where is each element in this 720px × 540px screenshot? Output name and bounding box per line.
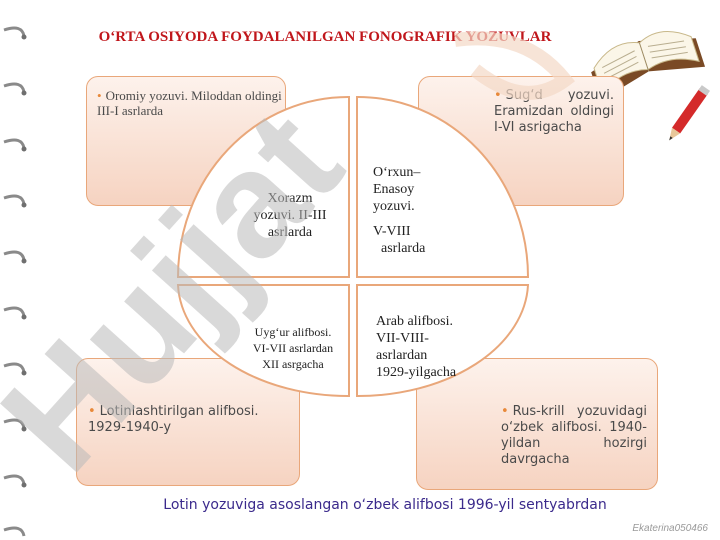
- circle-quadrants: [176, 95, 530, 398]
- q1-line: Xorazm: [267, 191, 313, 206]
- brand-signature: Ekaterina050466: [632, 523, 708, 534]
- box-top-left-label: Oromiy yozuvi. Miloddan oldingi III-I as…: [97, 88, 282, 118]
- circle-diagram: [174, 92, 532, 398]
- q1-line: yozuvi. II-III: [253, 208, 327, 223]
- q3-line: XII asrgacha: [262, 357, 324, 371]
- quadrant-bottom-right-text: Arab alifbosi. VII-VIII- asrlardan 1929-…: [376, 313, 496, 381]
- q4-line: asrlardan: [376, 348, 428, 363]
- quadrant-top-right: [356, 95, 530, 278]
- quadrant-bottom-left-text: Uyg‘ur alifbosi. VI-VII asrlardan XII as…: [234, 324, 352, 372]
- q4-line: VII-VIII-: [376, 331, 429, 346]
- bullet-icon: •: [501, 404, 509, 419]
- quadrant-bottom-left: [176, 284, 350, 398]
- q2-line: yozuvi.: [373, 199, 415, 214]
- footer-caption: Lotin yozuviga asoslangan o‘zbek alifbos…: [163, 497, 607, 513]
- quadrant-bottom-right: [356, 284, 530, 398]
- q2-line: Enasoy: [373, 182, 415, 197]
- box-bottom-left-label: Lotinlashtirilgan alifbosi. 1929-1940-y: [88, 404, 259, 435]
- page-title: O‘RTA OSIYODA FOYDALANILGAN FONOGRAFIK Y…: [98, 29, 552, 45]
- spiral-binding-icon: [3, 26, 27, 537]
- bullet-icon: •: [97, 88, 102, 103]
- box-bottom-right-label: Rus-krill yozuvidagi o‘zbek alifbosi. 19…: [501, 404, 647, 467]
- q3-line: VI-VII asrlardan: [252, 341, 334, 355]
- q2-line: V-VIII: [373, 224, 411, 239]
- bullet-icon: •: [88, 404, 96, 419]
- q4-line: 1929-yilgacha: [376, 365, 457, 380]
- quadrant-top-left: [176, 95, 350, 278]
- quadrant-top-left-text: Xorazm yozuvi. II-III asrlarda: [230, 190, 350, 241]
- q2-line: asrlarda: [381, 241, 426, 256]
- box-top-left-text: •Oromiy yozuvi. Miloddan oldingi III-I a…: [97, 88, 282, 118]
- box-bottom-right-text: •Rus-krill yozuvidagi o‘zbek alifbosi. 1…: [501, 404, 647, 468]
- box-bottom-left-text: •Lotinlashtirilgan alifbosi. 1929-1940-y: [88, 404, 264, 436]
- q3-line: Uyg‘ur alifbosi.: [254, 325, 332, 339]
- q1-line: asrlarda: [267, 225, 313, 240]
- box-bottom-right: [416, 358, 658, 490]
- q4-line: Arab alifbosi.: [376, 314, 453, 329]
- pencil-icon: [669, 85, 711, 141]
- quadrant-top-right-text: O‘rxun– Enasoy yozuvi. V-VIII asrlarda: [373, 164, 483, 257]
- q2-line: O‘rxun–: [373, 165, 421, 180]
